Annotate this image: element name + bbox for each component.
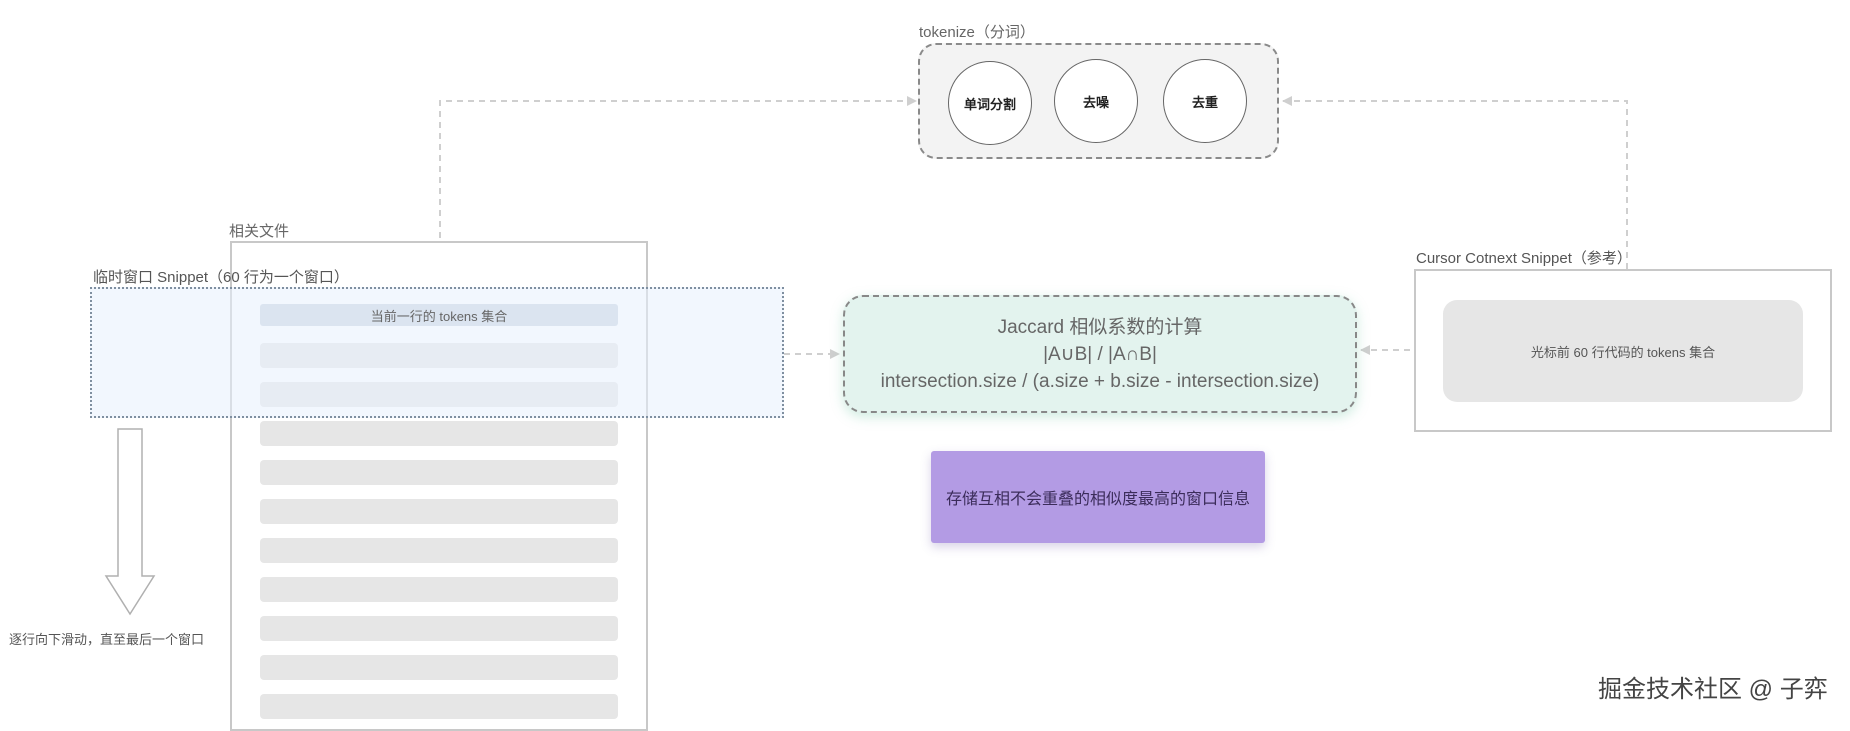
file-line	[260, 499, 618, 524]
current-line-tokens: 当前一行的 tokens 集合	[260, 304, 618, 326]
jaccard-formula: |A∪B| / |A∩B|	[1043, 343, 1157, 365]
step-denoise: 去噪	[1054, 59, 1138, 143]
file-line	[260, 694, 618, 719]
window-snippet-label: 临时窗口 Snippet（60 行为一个窗口）	[93, 269, 349, 286]
store-window-info-box: 存储互相不会重叠的相似度最高的窗口信息	[931, 451, 1265, 543]
jaccard-title: Jaccard 相似系数的计算	[997, 316, 1203, 338]
file-line	[260, 538, 618, 563]
scroll-note: 逐行向下滑动，直至最后一个窗口	[9, 632, 205, 647]
jaccard-box: Jaccard 相似系数的计算 |A∪B| / |A∩B| intersecti…	[843, 295, 1357, 413]
connector-current-line-to-tokenize	[439, 96, 917, 304]
scroll-down-arrow-icon	[104, 428, 156, 616]
cursor-tokens-set: 光标前 60 行代码的 tokens 集合	[1443, 300, 1803, 402]
step-word-split: 单词分割	[948, 61, 1032, 145]
file-line	[260, 421, 618, 446]
jaccard-code: intersection.size / (a.size + b.size - i…	[880, 370, 1320, 392]
related-file-label: 相关文件	[229, 223, 290, 240]
file-line	[260, 616, 618, 641]
file-line	[260, 655, 618, 680]
file-line	[260, 577, 618, 602]
file-line	[260, 460, 618, 485]
connector-cursor-to-tokenize	[1282, 96, 1628, 269]
step-dedupe: 去重	[1163, 59, 1247, 143]
tokenize-label: tokenize（分词）	[919, 24, 1035, 41]
watermark: 掘金技术社区 @ 子弈	[1598, 676, 1828, 703]
cursor-context-label: Cursor Cotnext Snippet（参考）	[1416, 250, 1632, 267]
